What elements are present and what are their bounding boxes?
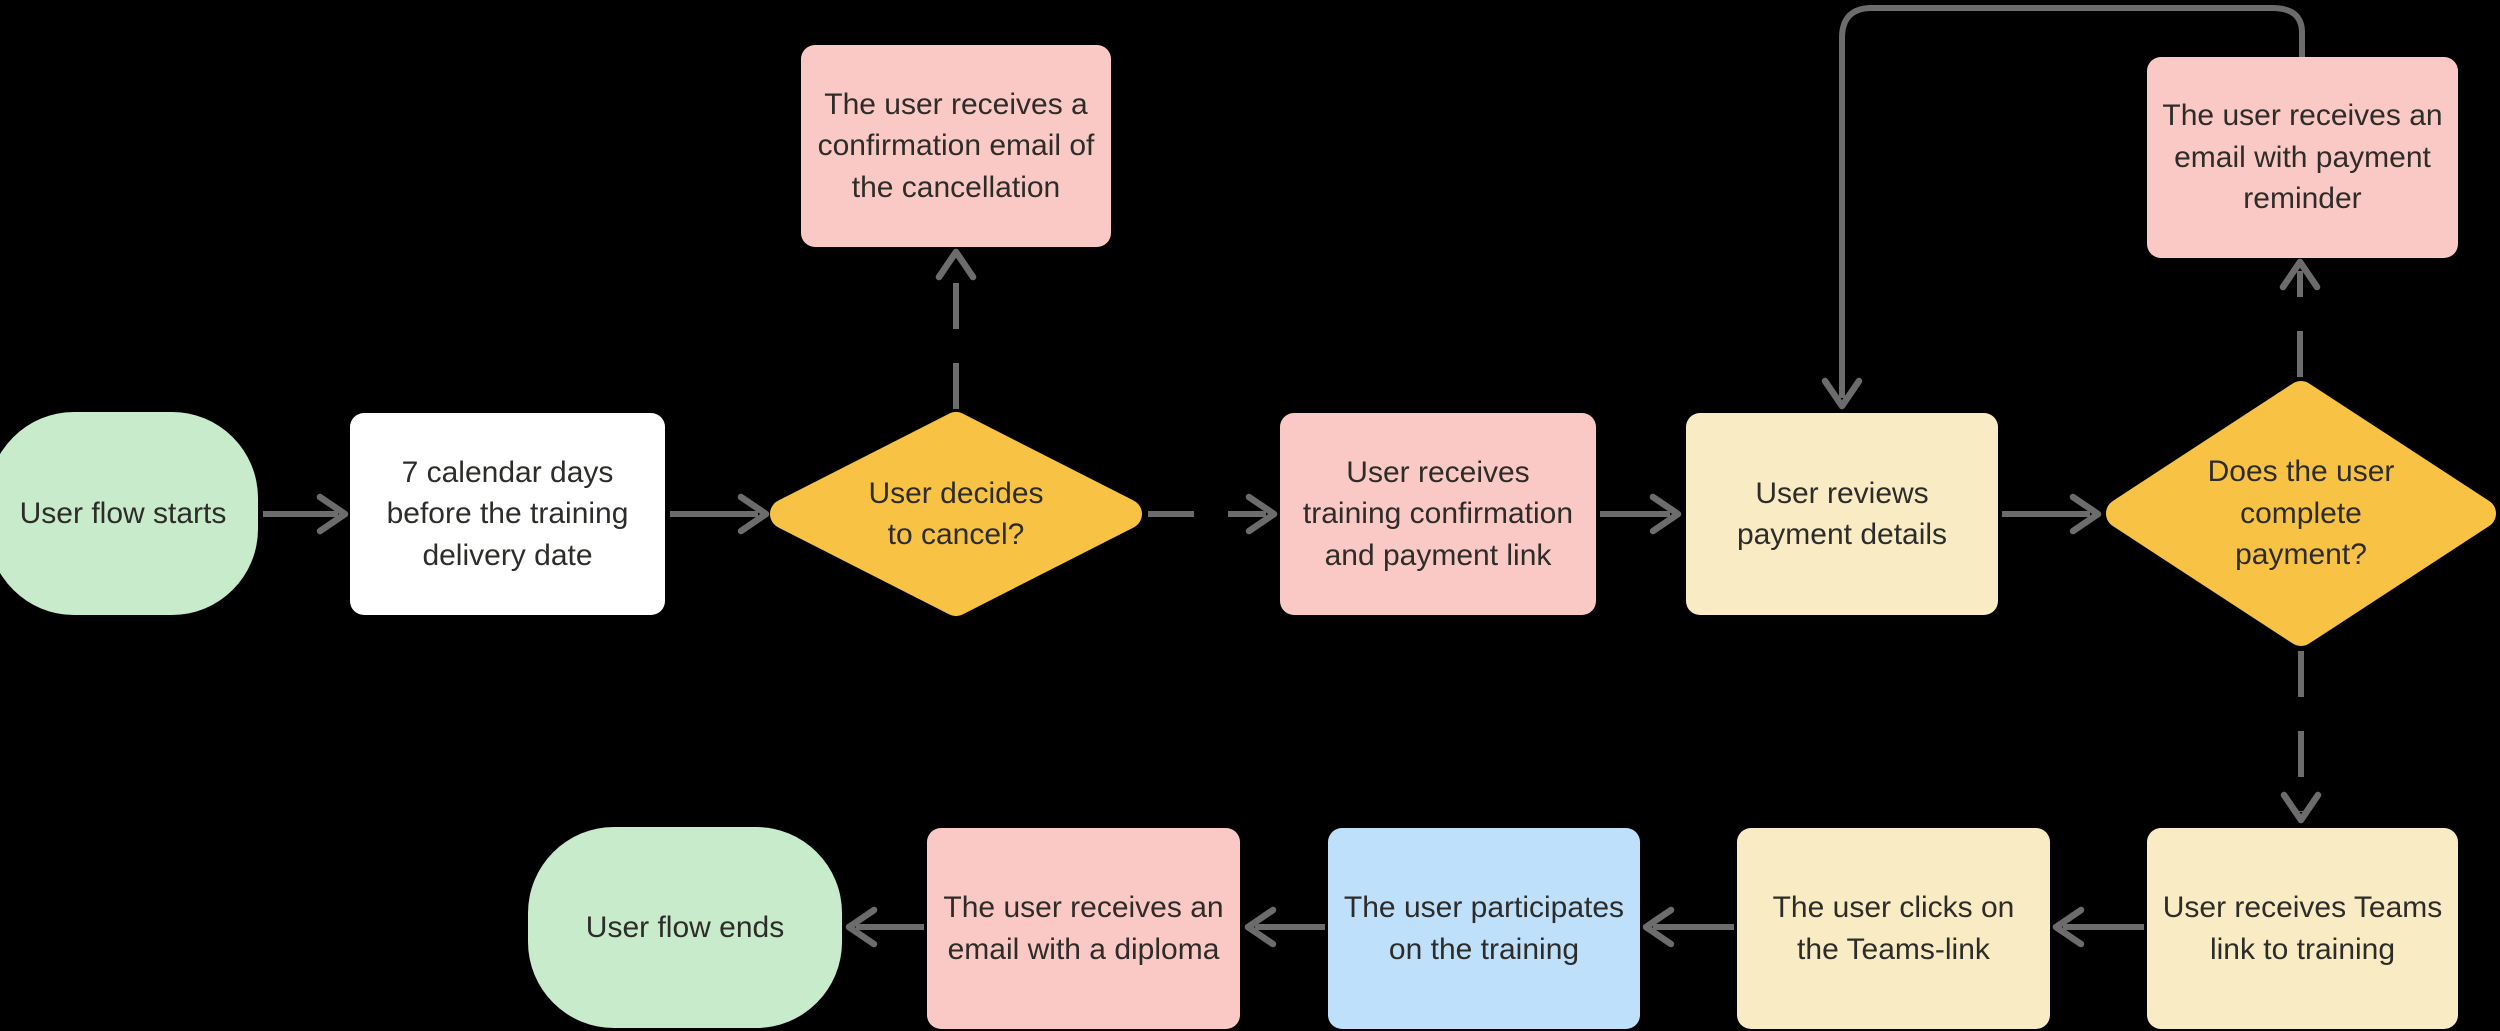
- node-payment-reminder[interactable]: The user receives an email with payment …: [2147, 57, 2458, 258]
- node-end-label: User flow ends: [585, 910, 785, 944]
- node-click-teams-label: The user clicks on the Teams-link: [1772, 891, 2015, 966]
- edge-reminder-to-review: [1839, 5, 2305, 398]
- node-click-teams[interactable]: The user clicks on the Teams-link: [1737, 828, 2050, 1029]
- node-end[interactable]: User flow ends: [528, 827, 842, 1028]
- edge-teams-to-click-arrowhead: [2052, 906, 2085, 948]
- edge-participate-to-diploma-arrowhead: [1244, 906, 1277, 948]
- node-review-payment-label: User reviews payment details: [1736, 476, 1948, 551]
- node-diploma-label: The user receives an email with a diplom…: [943, 891, 1224, 966]
- edge-review-to-complete-arrowhead: [2069, 493, 2102, 535]
- edge-click-to-participate-arrowhead: [1642, 906, 1675, 948]
- node-participate-label: The user participates on the training: [1343, 891, 1625, 966]
- node-start-label: User flow starts: [19, 496, 227, 530]
- node-confirmation[interactable]: User receives training confirmation and …: [1280, 413, 1596, 615]
- node-cancel-email-label: The user receives a confirmation email o…: [817, 87, 1095, 204]
- node-confirmation-label: User receives training confirmation and …: [1302, 455, 1574, 572]
- node-complete-payment-label: Does the user complete payment?: [2207, 455, 2395, 572]
- node-seven-days[interactable]: 7 calendar days before the training deli…: [350, 413, 665, 615]
- edge-decide-to-cancel-email-arrowhead: [935, 248, 977, 281]
- node-cancel-email[interactable]: The user receives a confirmation email o…: [801, 45, 1111, 247]
- node-teams-link-label: User receives Teams link to training: [2162, 891, 2443, 966]
- edge-diploma-to-end-arrowhead: [845, 906, 878, 948]
- node-payment-reminder-label: The user receives an email with payment …: [2162, 99, 2443, 216]
- node-participate[interactable]: The user participates on the training: [1328, 828, 1640, 1029]
- diamond-shape: [2106, 381, 2496, 646]
- edge-complete-to-reminder-arrowhead: [2279, 258, 2321, 291]
- node-diploma[interactable]: The user receives an email with a diplom…: [927, 828, 1240, 1029]
- node-decide-cancel-label: User decides to cancel?: [868, 476, 1044, 551]
- node-complete-payment[interactable]: Does the user complete payment?: [2105, 380, 2497, 647]
- edge-seven-days-to-decide-arrowhead: [737, 493, 770, 535]
- edge-start-to-seven-days-arrowhead: [316, 493, 349, 535]
- node-decide-cancel[interactable]: User decides to cancel?: [769, 411, 1143, 617]
- node-review-payment[interactable]: User reviews payment details: [1686, 413, 1998, 615]
- edge-decide-to-confirmation-arrowhead: [1245, 493, 1278, 535]
- edge-complete-to-teams-arrowhead: [2280, 791, 2322, 824]
- node-seven-days-label: 7 calendar days before the training deli…: [386, 455, 629, 572]
- diamond-shape: [770, 412, 1142, 616]
- edge-confirmation-to-review-arrowhead: [1649, 493, 1682, 535]
- node-start[interactable]: User flow starts: [0, 412, 258, 615]
- node-teams-link[interactable]: User receives Teams link to training: [2147, 828, 2458, 1029]
- edge-reminder-to-review-arrowhead: [1821, 377, 1863, 410]
